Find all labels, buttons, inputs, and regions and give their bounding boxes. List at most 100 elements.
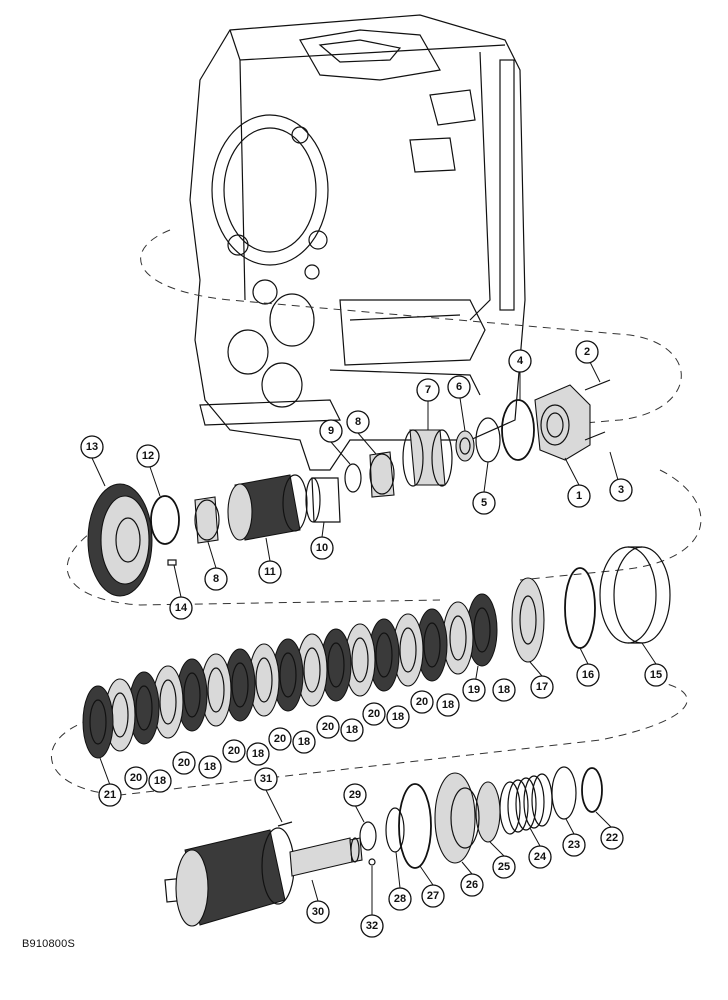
part-sleeve-10 (305, 477, 341, 523)
part-drum-15 (599, 546, 671, 644)
callout-12-label: 12 (142, 450, 154, 462)
callout-20-e: 20 (222, 739, 246, 763)
callout-3: 3 (609, 478, 633, 502)
callout-18-f: 18 (246, 742, 270, 766)
callout-21: 21 (98, 783, 122, 807)
callout-10: 10 (310, 536, 334, 560)
callout-23: 23 (562, 833, 586, 857)
callout-18-h: 18 (148, 769, 172, 793)
callout-20-a-label: 20 (416, 696, 428, 708)
callout-15-label: 15 (650, 669, 662, 681)
callout-25: 25 (492, 855, 516, 879)
part-washer-25 (475, 781, 501, 843)
part-seal-27 (398, 783, 432, 869)
callout-29: 29 (343, 783, 367, 807)
assembly-outline-shaft (66, 519, 441, 606)
callout-3-label: 3 (618, 484, 624, 496)
callout-9: 9 (319, 419, 343, 443)
callout-15: 15 (644, 663, 668, 687)
part-plug-31 (277, 821, 293, 827)
callout-20-g-label: 20 (130, 772, 142, 784)
callout-18-d-label: 18 (346, 724, 358, 736)
callout-19: 19 (462, 678, 486, 702)
callout-20-b-label: 20 (368, 708, 380, 720)
part-oring-4 (501, 399, 535, 461)
callout-16-label: 16 (582, 669, 594, 681)
part-ball-32 (368, 858, 376, 866)
callout-23-label: 23 (568, 839, 580, 851)
callout-14: 14 (169, 596, 193, 620)
callout-20-d-label: 20 (274, 733, 286, 745)
callout-28: 28 (388, 887, 412, 911)
part-washer-23 (551, 766, 577, 820)
part-snap-ring-12 (150, 495, 180, 545)
callout-18-c-label: 18 (392, 711, 404, 723)
callout-8-upper: 8 (346, 410, 370, 434)
callout-18-c: 18 (386, 705, 410, 729)
callout-7-label: 7 (425, 384, 431, 396)
callout-31: 31 (254, 767, 278, 791)
callout-18-h-label: 18 (154, 775, 166, 787)
callout-25-label: 25 (498, 861, 510, 873)
part-bolt-2 (584, 379, 611, 391)
callout-18-d: 18 (340, 718, 364, 742)
callout-18-b-label: 18 (442, 699, 454, 711)
clutch-pack (82, 593, 498, 759)
callout-6-label: 6 (456, 381, 462, 393)
callout-30-label: 30 (312, 906, 324, 918)
callout-4-label: 4 (517, 355, 524, 367)
part-splined-hub-11 (227, 474, 308, 541)
callout-8-lower-label: 8 (213, 573, 219, 585)
part-seal-6 (455, 430, 475, 462)
callout-12: 12 (136, 444, 160, 468)
callout-16: 16 (576, 663, 600, 687)
callout-20-a: 20 (410, 690, 434, 714)
transmission-housing (189, 14, 526, 471)
part-cover (534, 384, 591, 461)
callout-2: 2 (575, 340, 599, 364)
callout-13-label: 13 (86, 441, 98, 453)
callout-20-c-label: 20 (322, 721, 334, 733)
part-ring-9 (344, 463, 362, 493)
callout-5-label: 5 (481, 497, 487, 509)
figure-code: B910800S (22, 938, 75, 950)
part-bearing-cone-8-upper (369, 451, 395, 498)
callout-20-f-label: 20 (178, 757, 190, 769)
callout-18-e-label: 18 (298, 736, 310, 748)
callout-24-label: 24 (534, 851, 547, 863)
callout-17-label: 17 (536, 681, 548, 693)
callout-26-label: 26 (466, 879, 478, 891)
callout-7: 7 (416, 378, 440, 402)
callout-2-label: 2 (584, 346, 590, 358)
callout-18-e: 18 (292, 730, 316, 754)
callout-18-b: 18 (436, 693, 460, 717)
callout-18-f-label: 18 (252, 748, 264, 760)
callout-19-label: 19 (468, 684, 480, 696)
callout-10-label: 10 (316, 542, 328, 554)
callout-29-label: 29 (349, 789, 361, 801)
callout-8-upper-label: 8 (355, 416, 361, 428)
part-ring-5 (475, 417, 501, 463)
part-spring-24 (499, 773, 553, 835)
callout-24: 24 (528, 845, 552, 869)
callout-32-label: 32 (366, 920, 378, 932)
part-snap-ring-16 (564, 567, 596, 649)
callout-11-label: 11 (264, 566, 276, 578)
callout-11: 11 (258, 560, 282, 584)
part-piston-26 (434, 772, 480, 864)
callout-22-label: 22 (606, 832, 618, 844)
callout-13: 13 (80, 435, 104, 459)
callout-leaders (91, 361, 657, 915)
part-seal-28 (385, 807, 405, 853)
callout-1: 1 (567, 484, 591, 508)
part-gear-13 (87, 483, 153, 597)
callout-30: 30 (306, 900, 330, 924)
part-snap-ring-22 (581, 767, 603, 813)
part-bolt-3 (584, 431, 606, 441)
part-bearing-cone-8-lower (194, 496, 220, 544)
callout-18-g-label: 18 (204, 761, 216, 773)
callout-20-c: 20 (316, 715, 340, 739)
callout-20-g: 20 (124, 766, 148, 790)
callout-28-label: 28 (394, 893, 406, 905)
